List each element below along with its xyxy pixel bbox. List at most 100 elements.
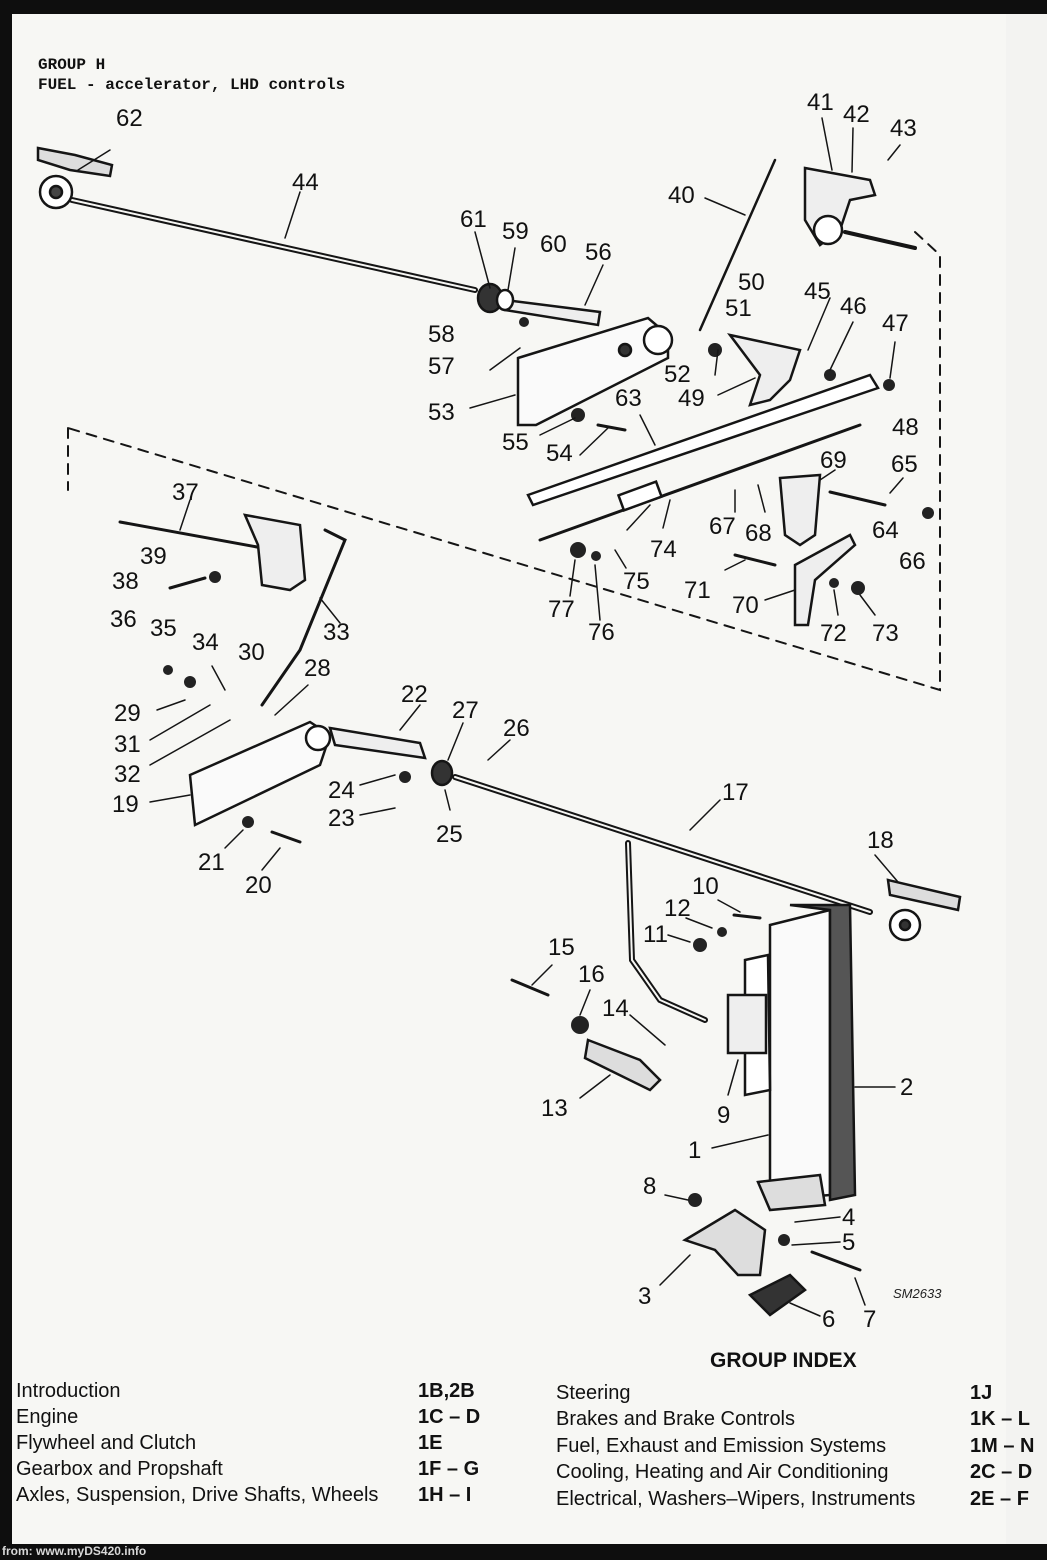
index-item-label[interactable]: Cooling, Heating and Air Conditioning bbox=[556, 1461, 889, 1483]
lever-70 bbox=[793, 533, 857, 627]
callout-51: 51 bbox=[725, 295, 752, 322]
fasteners bbox=[168, 423, 887, 1272]
callout-58: 58 bbox=[428, 321, 455, 348]
callout-64: 64 bbox=[872, 517, 899, 544]
callout-75: 75 bbox=[623, 568, 650, 595]
callout-76: 76 bbox=[588, 619, 615, 646]
link-22 bbox=[328, 726, 427, 760]
callout-14: 14 bbox=[602, 995, 629, 1022]
bracket-3 bbox=[682, 1208, 767, 1277]
index-item-label[interactable]: Electrical, Washers–Wipers, Instruments bbox=[556, 1488, 916, 1510]
index-item-code: 1F – G bbox=[418, 1458, 480, 1480]
callout-20: 20 bbox=[245, 872, 272, 899]
callout-34: 34 bbox=[192, 629, 219, 656]
callout-59: 59 bbox=[502, 218, 529, 245]
callout-22: 22 bbox=[401, 681, 428, 708]
index-item-label[interactable]: Gearbox and Propshaft bbox=[16, 1458, 223, 1480]
callout-21: 21 bbox=[198, 849, 225, 876]
callout-73: 73 bbox=[872, 620, 899, 647]
callout-9: 9 bbox=[717, 1102, 730, 1129]
callout-65: 65 bbox=[891, 451, 918, 478]
pedal-1-2 bbox=[756, 903, 857, 1212]
index-item-label[interactable]: Axles, Suspension, Drive Shafts, Wheels bbox=[16, 1484, 379, 1506]
index-item-label[interactable]: Fuel, Exhaust and Emission Systems bbox=[556, 1435, 887, 1457]
callout-15: 15 bbox=[548, 934, 575, 961]
callout-30: 30 bbox=[238, 639, 265, 666]
bracket-41 bbox=[803, 166, 917, 250]
callout-60: 60 bbox=[540, 231, 567, 258]
callout-70: 70 bbox=[732, 592, 759, 619]
callout-11: 11 bbox=[643, 921, 668, 948]
callout-40: 40 bbox=[668, 182, 695, 209]
group-code: GROUP H bbox=[38, 56, 106, 74]
callout-63: 63 bbox=[615, 385, 642, 412]
index-item-label[interactable]: Brakes and Brake Controls bbox=[556, 1408, 796, 1430]
callout-29: 29 bbox=[114, 700, 141, 727]
source-url: from: www.myDS420.info bbox=[2, 1544, 147, 1558]
upper-group-outline bbox=[67, 231, 941, 692]
callout-3: 3 bbox=[638, 1283, 651, 1310]
callout-42: 42 bbox=[843, 101, 870, 128]
callout-43: 43 bbox=[890, 115, 917, 142]
callout-54: 54 bbox=[546, 440, 573, 467]
callout-2: 2 bbox=[900, 1074, 913, 1101]
callout-68: 68 bbox=[745, 520, 772, 547]
index-item-code: 1J bbox=[970, 1382, 993, 1404]
plate-53 bbox=[516, 316, 674, 427]
callout-71: 71 bbox=[684, 577, 711, 604]
callout-26: 26 bbox=[503, 715, 530, 742]
index-item-label[interactable]: Flywheel and Clutch bbox=[16, 1432, 197, 1454]
callout-74: 74 bbox=[650, 536, 677, 563]
tube-63 bbox=[526, 373, 880, 507]
callout-41: 41 bbox=[807, 89, 834, 116]
drawing-reference: SM2633 bbox=[893, 1286, 942, 1301]
callout-48: 48 bbox=[892, 414, 919, 441]
callout-45: 45 bbox=[804, 278, 831, 305]
callout-4: 4 bbox=[842, 1204, 855, 1231]
rod-74 bbox=[538, 423, 862, 542]
callout-44: 44 bbox=[292, 169, 319, 196]
callout-5: 5 bbox=[842, 1229, 855, 1256]
callout-52: 52 bbox=[664, 361, 691, 388]
callout-17: 17 bbox=[722, 779, 749, 806]
lever-64 bbox=[778, 473, 822, 547]
callout-16: 16 bbox=[578, 961, 605, 988]
index-item-label[interactable]: Steering bbox=[556, 1382, 631, 1404]
callout-36: 36 bbox=[110, 606, 137, 633]
bracket-13 bbox=[583, 1038, 662, 1092]
rod-33 bbox=[260, 528, 347, 707]
callout-31: 31 bbox=[114, 731, 141, 758]
bracket-37 bbox=[242, 513, 307, 592]
index-item-code: 2C – D bbox=[970, 1461, 1033, 1483]
index-item-label[interactable]: Introduction bbox=[16, 1380, 121, 1402]
callout-49: 49 bbox=[678, 385, 705, 412]
index-item-label[interactable]: Engine bbox=[16, 1406, 79, 1428]
callout-66: 66 bbox=[899, 548, 926, 575]
callout-8: 8 bbox=[643, 1173, 656, 1200]
callout-53: 53 bbox=[428, 399, 455, 426]
rod-40 bbox=[698, 158, 777, 332]
index-item-code: 1E bbox=[418, 1432, 443, 1454]
callout-35: 35 bbox=[150, 615, 177, 642]
callout-46: 46 bbox=[840, 293, 867, 320]
callout-67: 67 bbox=[709, 513, 736, 540]
callout-7: 7 bbox=[863, 1306, 876, 1333]
bracket-18 bbox=[886, 878, 962, 942]
callouts: 1 2 3 4 5 6 7 8 9 10 11 12 13 14 15 16 1… bbox=[110, 89, 926, 1333]
callout-37: 37 bbox=[172, 479, 199, 506]
index-item-code: 1B,2B bbox=[418, 1380, 475, 1402]
callout-39: 39 bbox=[140, 543, 167, 570]
callout-32: 32 bbox=[114, 761, 141, 788]
bracket-62 bbox=[36, 146, 114, 210]
callout-27: 27 bbox=[452, 697, 479, 724]
index-item-code: 1C – D bbox=[418, 1406, 481, 1428]
callout-72: 72 bbox=[820, 620, 847, 647]
callout-13: 13 bbox=[541, 1095, 568, 1122]
clip-6 bbox=[747, 1273, 807, 1317]
callout-57: 57 bbox=[428, 353, 455, 380]
callout-25: 25 bbox=[436, 821, 463, 848]
callout-12: 12 bbox=[664, 895, 691, 922]
callout-6: 6 bbox=[822, 1306, 835, 1333]
callout-10: 10 bbox=[692, 873, 719, 900]
